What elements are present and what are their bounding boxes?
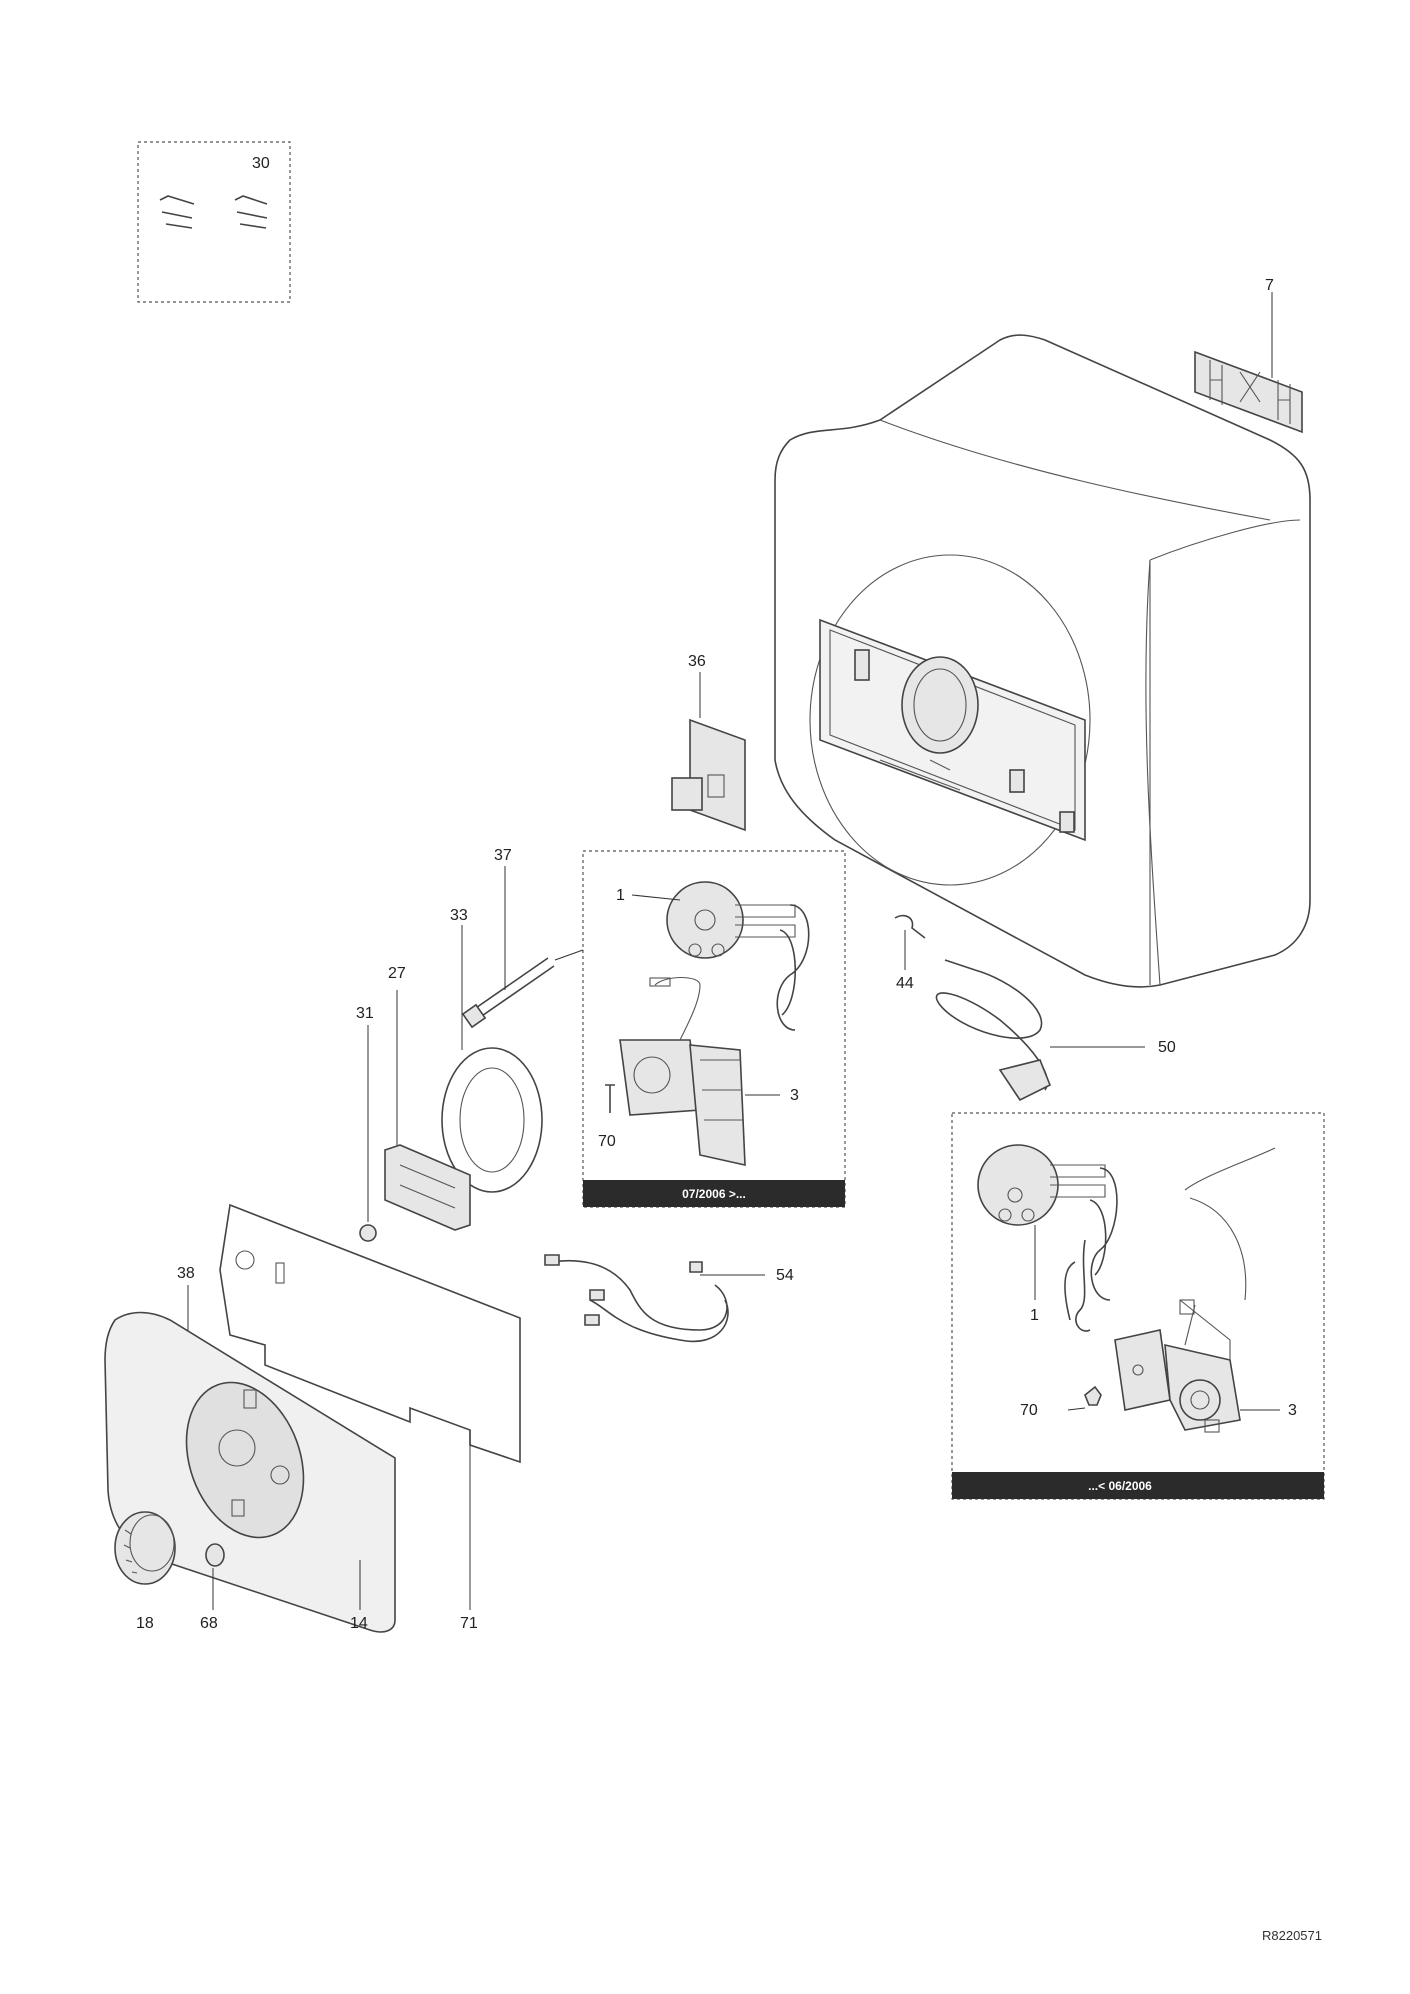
thermostat-old <box>1114 1299 1241 1433</box>
indicator-cap: 68 <box>200 1543 225 1632</box>
mounting-bracket: 27 <box>384 965 471 1231</box>
label-68: 68 <box>200 1615 218 1632</box>
label-14: 14 <box>350 1615 368 1632</box>
cable-clip: 44 <box>894 914 926 992</box>
label-71: 71 <box>460 1615 478 1632</box>
front-control-panel: 14 <box>104 1311 396 1633</box>
label-70-old: 70 <box>1020 1402 1038 1419</box>
label-18: 18 <box>136 1615 154 1632</box>
label-38: 38 <box>177 1265 195 1282</box>
label-1-old: 1 <box>1030 1307 1039 1324</box>
label-54: 54 <box>776 1267 794 1284</box>
insulation-sheet: 71 <box>219 1203 521 1632</box>
thermostat <box>619 976 746 1167</box>
fixing-kit-inset: 30 <box>137 141 291 303</box>
screw-and-plug-icon <box>159 195 268 229</box>
power-cord: 50 <box>935 959 1176 1102</box>
heating-element-old <box>977 1144 1118 1332</box>
label-3-new: 3 <box>790 1087 799 1104</box>
document-reference: R8220571 <box>1262 1928 1322 1943</box>
small-nut: 31 <box>356 1005 377 1242</box>
label-37: 37 <box>494 847 512 864</box>
label-1-new: 1 <box>616 887 625 904</box>
inset-old-version: 1 3 70 ...< 06/2006 <box>951 1112 1325 1500</box>
sensor-rod: 37 <box>461 847 584 1029</box>
caption-bar-old <box>952 1472 1324 1499</box>
flange-gasket: 33 <box>441 907 543 1193</box>
label-3-old: 3 <box>1288 1402 1297 1419</box>
caption-old: ...< 06/2006 <box>1088 1479 1152 1493</box>
label-36: 36 <box>688 653 706 670</box>
label-33: 33 <box>450 907 468 924</box>
heating-element <box>666 881 810 1031</box>
temperature-knob: 18 <box>114 1511 176 1632</box>
label-27: 27 <box>388 965 406 982</box>
caption-bar-new <box>583 1180 845 1207</box>
caption-new: 07/2006 >... <box>682 1187 746 1201</box>
label-30: 30 <box>252 155 270 172</box>
wall-bracket: 7 <box>1194 277 1303 434</box>
wiring-harness: 54 <box>544 1254 794 1343</box>
inset-new-version: 1 3 70 07/2006 >... <box>582 850 846 1208</box>
water-heater-tank <box>774 334 1311 988</box>
label-70-new: 70 <box>598 1133 616 1150</box>
label-31: 31 <box>356 1005 374 1022</box>
label-50: 50 <box>1158 1039 1176 1056</box>
label-44: 44 <box>896 975 914 992</box>
label-7: 7 <box>1265 277 1274 294</box>
control-board: 36 <box>671 653 746 832</box>
